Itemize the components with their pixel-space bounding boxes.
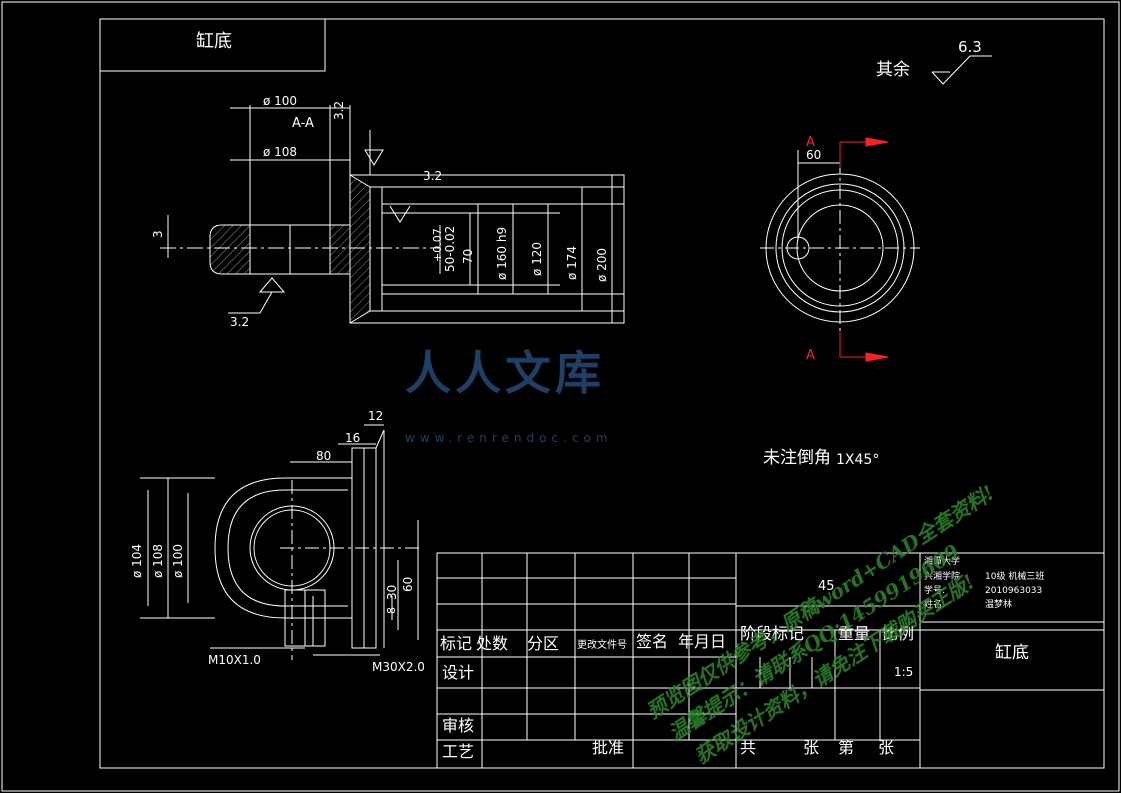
tb-material: 45 — [818, 579, 835, 594]
tb-drawing-name: 缸底 — [995, 643, 1029, 663]
bottom-view — [140, 424, 420, 660]
dim-roughness-bottom: 3.2 — [230, 315, 250, 329]
dim-sixty-side: 60 — [806, 148, 822, 162]
roughness-prefix: 其余 — [876, 60, 910, 80]
tb-college: 兴湘学院 — [924, 572, 961, 582]
watermark-url: www.renrendoc.com — [405, 431, 613, 445]
tb-h-mark: 标记 — [440, 634, 473, 653]
tb-sheet2: 张 — [878, 738, 895, 757]
tb-total: 共 — [740, 738, 757, 757]
tb-page: 第 — [838, 738, 855, 757]
dim-twelve: 12 — [368, 409, 384, 423]
tb-h-weight: 重量 — [838, 624, 871, 643]
dim-eight-vertical: 8 — [385, 607, 398, 614]
tb-review: 审核 — [442, 716, 475, 735]
tb-name: 温梦林 — [985, 600, 1013, 610]
dim-d104-bottom: ø 104 — [130, 543, 144, 578]
dim-roughness-mid: 3.2 — [423, 169, 443, 183]
tb-approve: 批准 — [592, 738, 625, 757]
dim-d174: ø 174 — [565, 245, 579, 280]
side-view — [760, 150, 920, 340]
tb-h-stage: 阶段标记 — [740, 624, 805, 643]
title-block-grid — [436, 552, 1105, 769]
dim-sixteen: 16 — [345, 431, 361, 445]
tb-h-sign: 签名 — [636, 632, 669, 651]
tb-h-date: 年月日 — [678, 632, 727, 651]
tb-scale-value: 1:5 — [894, 665, 914, 679]
dim-tolerance: +0.07 — [431, 228, 444, 262]
roughness-symbol — [931, 55, 992, 85]
chamfer-note-label: 未注倒角 — [763, 448, 831, 468]
tb-design: 设计 — [442, 663, 475, 682]
dim-roughness-top: 3.2 — [332, 100, 346, 120]
front-hatch — [210, 175, 370, 323]
dim-tolerance-base: 50-0.02 — [443, 225, 457, 272]
dim-d120: ø 120 — [530, 241, 544, 276]
dim-d200: ø 200 — [595, 247, 609, 282]
tb-process: 工艺 — [442, 742, 475, 761]
section-arrows — [839, 137, 889, 362]
tb-h-zone: 分区 — [527, 634, 560, 653]
dim-sixty-vertical: 60 — [401, 576, 415, 592]
tb-class: 10级 机械三班 — [985, 572, 1045, 582]
section-mark-top: A — [806, 135, 815, 150]
tb-school: 湘潭大学 — [924, 557, 961, 567]
tb-h-count: 处数 — [476, 634, 509, 653]
dim-seventy: 70 — [461, 248, 475, 264]
tb-student-no-label: 学号: — [924, 586, 946, 596]
dim-d108-front: ø 108 — [263, 145, 298, 159]
dim-m10: M10X1.0 — [208, 653, 261, 667]
section-label: A-A — [292, 116, 314, 131]
dim-d100-front: ø 100 — [263, 94, 298, 108]
dim-thirty-vertical: 30 — [385, 584, 399, 600]
roughness-value: 6.3 — [958, 38, 982, 56]
tb-student-no: 2010963033 — [985, 586, 1043, 596]
dim-eighty: 80 — [316, 449, 332, 463]
tb-name-label: 姓名: — [924, 600, 946, 610]
chamfer-note-value: 1X45° — [836, 452, 880, 468]
title-box-frame — [100, 19, 326, 72]
dim-three: 3 — [151, 230, 165, 238]
tb-h-doc: 更改文件号 — [577, 640, 627, 651]
dim-d108-bottom: ø 108 — [151, 543, 165, 578]
front-section-view — [160, 105, 625, 324]
tb-h-scale: 比例 — [882, 624, 915, 643]
watermark-logo: 人人文库 — [405, 346, 605, 400]
dim-d100-bottom: ø 100 — [171, 543, 185, 578]
tb-sheet1: 张 — [803, 738, 820, 757]
title-box-label: 缸底 — [196, 31, 232, 52]
dim-m30: M30X2.0 — [372, 660, 425, 674]
section-mark-bottom: A — [806, 348, 815, 363]
dim-d160: ø 160 h9 — [495, 226, 509, 280]
